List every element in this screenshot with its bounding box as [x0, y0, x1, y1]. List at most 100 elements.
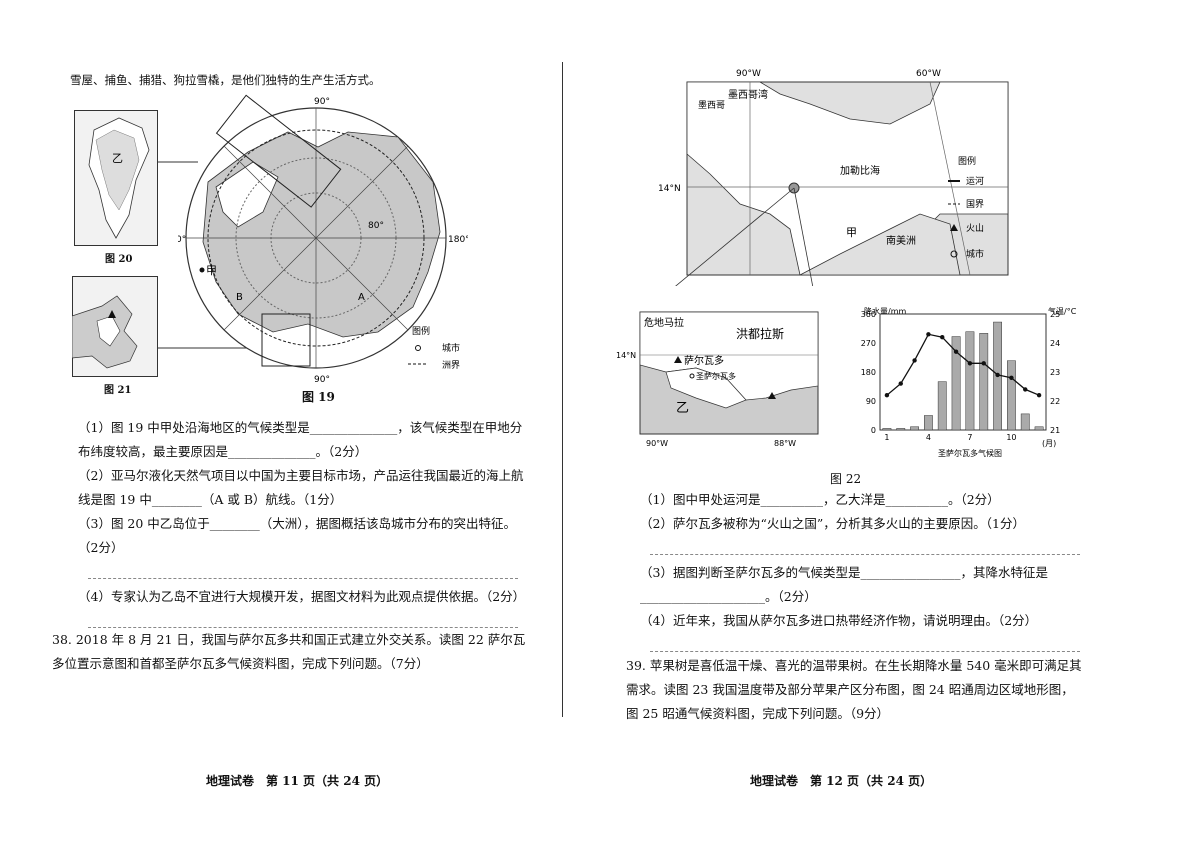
q1-left: （1）图 19 中甲处沿海地区的气候类型是______________，该气候类… [78, 420, 523, 459]
precip-bar [1034, 426, 1044, 431]
precip-bar [910, 426, 919, 431]
label-0: 0° [178, 235, 186, 245]
precip-bar [979, 333, 989, 431]
san-salvador-label: 圣萨尔瓦多 [696, 371, 736, 381]
q1-right: （1）图中甲处运河是__________，乙大洋是__________。（2分） [640, 492, 1000, 507]
y-tick-label: 360 [861, 310, 876, 319]
y2-tick-label: 23 [1050, 368, 1060, 377]
temp-point [898, 381, 903, 386]
q3-right: （3）据图判断圣萨尔瓦多的气候类型是________________，其降水特征… [640, 565, 1048, 604]
answer-line[interactable] [650, 637, 1080, 652]
label-A: A [358, 292, 365, 303]
y2-tick-label: 25 [1050, 310, 1060, 319]
label-yi-22: 乙 [676, 401, 689, 416]
precip-bar [882, 428, 892, 431]
precip-bar [951, 336, 961, 431]
x-tick-label: 4 [926, 433, 931, 442]
label-60w: 60°W [916, 69, 941, 79]
right-questions: （1）图中甲处运河是__________，乙大洋是__________。（2分）… [640, 488, 1080, 658]
inset-88w: 88°W [774, 439, 796, 448]
volcano-icon [950, 224, 958, 231]
answer-line[interactable] [650, 540, 1080, 555]
y2-tick-label: 21 [1050, 426, 1060, 435]
x-tick-label: 10 [1006, 433, 1016, 442]
legend-title-22: 图例 [958, 155, 976, 167]
figure-22-inset: 危地马拉 洪都拉斯 萨尔瓦多 圣萨尔瓦多 乙 14°N 90°W 88°W [616, 311, 819, 448]
temp-point [995, 372, 1000, 378]
temp-point [1009, 375, 1014, 380]
label-80: 80° [368, 221, 384, 231]
q4-left: （4）专家认为乙岛不宜进行大规模开发，据图文材料为此观点提供依据。（2分） [78, 589, 526, 604]
precip-bar [937, 381, 947, 431]
volcano-icon [768, 392, 776, 399]
figure-21 [72, 276, 158, 377]
precip-bar [924, 415, 933, 431]
y-tick-label: 270 [861, 339, 876, 348]
temp-point [967, 361, 973, 366]
footer-left: 地理试卷 第 11 页（共 24 页） [206, 774, 389, 788]
legend-boundary: 洲界 [442, 360, 460, 371]
south-america-label: 南美洲 [886, 234, 916, 247]
climate-chart: 降水量/mm 气温/°C (月) 圣萨尔瓦多气候图 0 90 180 270 360 21… [861, 306, 1077, 458]
fig22-caption: 图 22 [830, 472, 862, 486]
q2-right: （2）萨尔瓦多被称为“火山之国”，分析其多火山的主要原因。（1分） [640, 516, 1025, 531]
precip-bar [1020, 413, 1030, 431]
temp-point [912, 358, 917, 363]
legend-volcano: 火山 [966, 223, 984, 234]
q39: 39. 苹果树是喜低温干燥、喜光的温带果树。在生长期降水量 540 毫米即可满足… [626, 658, 1082, 721]
intro-text: 雪屋、捕鱼、捕猎、狗拉雪橇，是他们独特的生产生活方式。 [70, 73, 381, 87]
q38: 38. 2018 年 8 月 21 日，我国与萨尔瓦多共和国正式建立外交关系。读… [52, 632, 526, 671]
label-B: B [236, 292, 243, 303]
legend-city: 城市 [442, 342, 460, 354]
guatemala-label: 危地马拉 [644, 316, 684, 329]
gulf-of-mexico: 墨西哥湾 [728, 88, 768, 101]
label-90: 90° [314, 97, 330, 107]
chart-ylabel: 降水量/mm [864, 306, 906, 316]
y-tick-label: 180 [861, 368, 876, 377]
chart-xlabel: (月) [1042, 439, 1056, 448]
y-tick-label: 90 [866, 397, 876, 406]
label-jia-22: 甲 [846, 226, 857, 239]
label-90w: 90°W [736, 69, 761, 79]
answer-line[interactable] [88, 564, 518, 579]
x-tick-label: 7 [967, 433, 972, 442]
legend-border: 国界 [966, 199, 984, 210]
fig20-label-yi: 乙 [112, 152, 123, 165]
caribbean-label: 加勒比海 [840, 164, 880, 177]
label-90-bottom: 90° [314, 375, 330, 385]
y2-tick-label: 24 [1050, 339, 1060, 348]
q4-right: （4）近年来，我国从萨尔瓦多进口热带经济作物，请说明理由。（2分） [640, 613, 1038, 628]
temp-point [1036, 393, 1042, 398]
fig20-caption: 图 20 [105, 254, 133, 265]
precip-bar [1007, 360, 1016, 431]
q3-left: （3）图 20 中乙岛位于________（大洲），据图概括该岛城市分布的突出特… [78, 516, 517, 555]
x-tick-label: 1 [884, 433, 889, 442]
temp-point [926, 332, 931, 337]
footer-right: 地理试卷 第 12 页（共 24 页） [750, 774, 933, 788]
figure-20: 乙 [74, 110, 158, 246]
volcano-icon [108, 310, 116, 318]
legend-title: 图例 [412, 325, 430, 337]
label-14n: 14°N [658, 184, 681, 194]
fig21-caption: 图 21 [104, 385, 132, 396]
page-divider [562, 62, 563, 717]
y-tick-label: 0 [871, 426, 876, 435]
mexico-label: 墨西哥 [698, 100, 725, 111]
label-jia: 甲 [206, 264, 217, 277]
temp-point [953, 349, 959, 354]
answer-line[interactable] [88, 613, 518, 628]
q2-left: （2）亚马尔液化天然气项目以中国为主要目标市场，产品运往我国最近的海上航线是图 … [78, 468, 524, 507]
figure-22-main-map: 90°W 60°W 14°N 墨西哥湾 墨西哥 加勒比海 南美洲 甲 图例 运河… [658, 69, 1009, 286]
el-salvador-label: 萨尔瓦多 [684, 354, 724, 367]
temp-point [1023, 387, 1028, 392]
precip-bar [896, 428, 906, 431]
temp-point [981, 361, 986, 366]
chart-frame [879, 313, 1047, 431]
temp-point [884, 393, 890, 398]
legend-canal: 运河 [966, 175, 984, 187]
y2-tick-label: 22 [1050, 397, 1060, 406]
chart-title: 圣萨尔瓦多气候图 [938, 448, 1002, 458]
fig19-caption: 图 19 [302, 390, 335, 404]
chart-y2label: 气温/°C [1048, 306, 1077, 316]
temp-line [886, 333, 1040, 396]
